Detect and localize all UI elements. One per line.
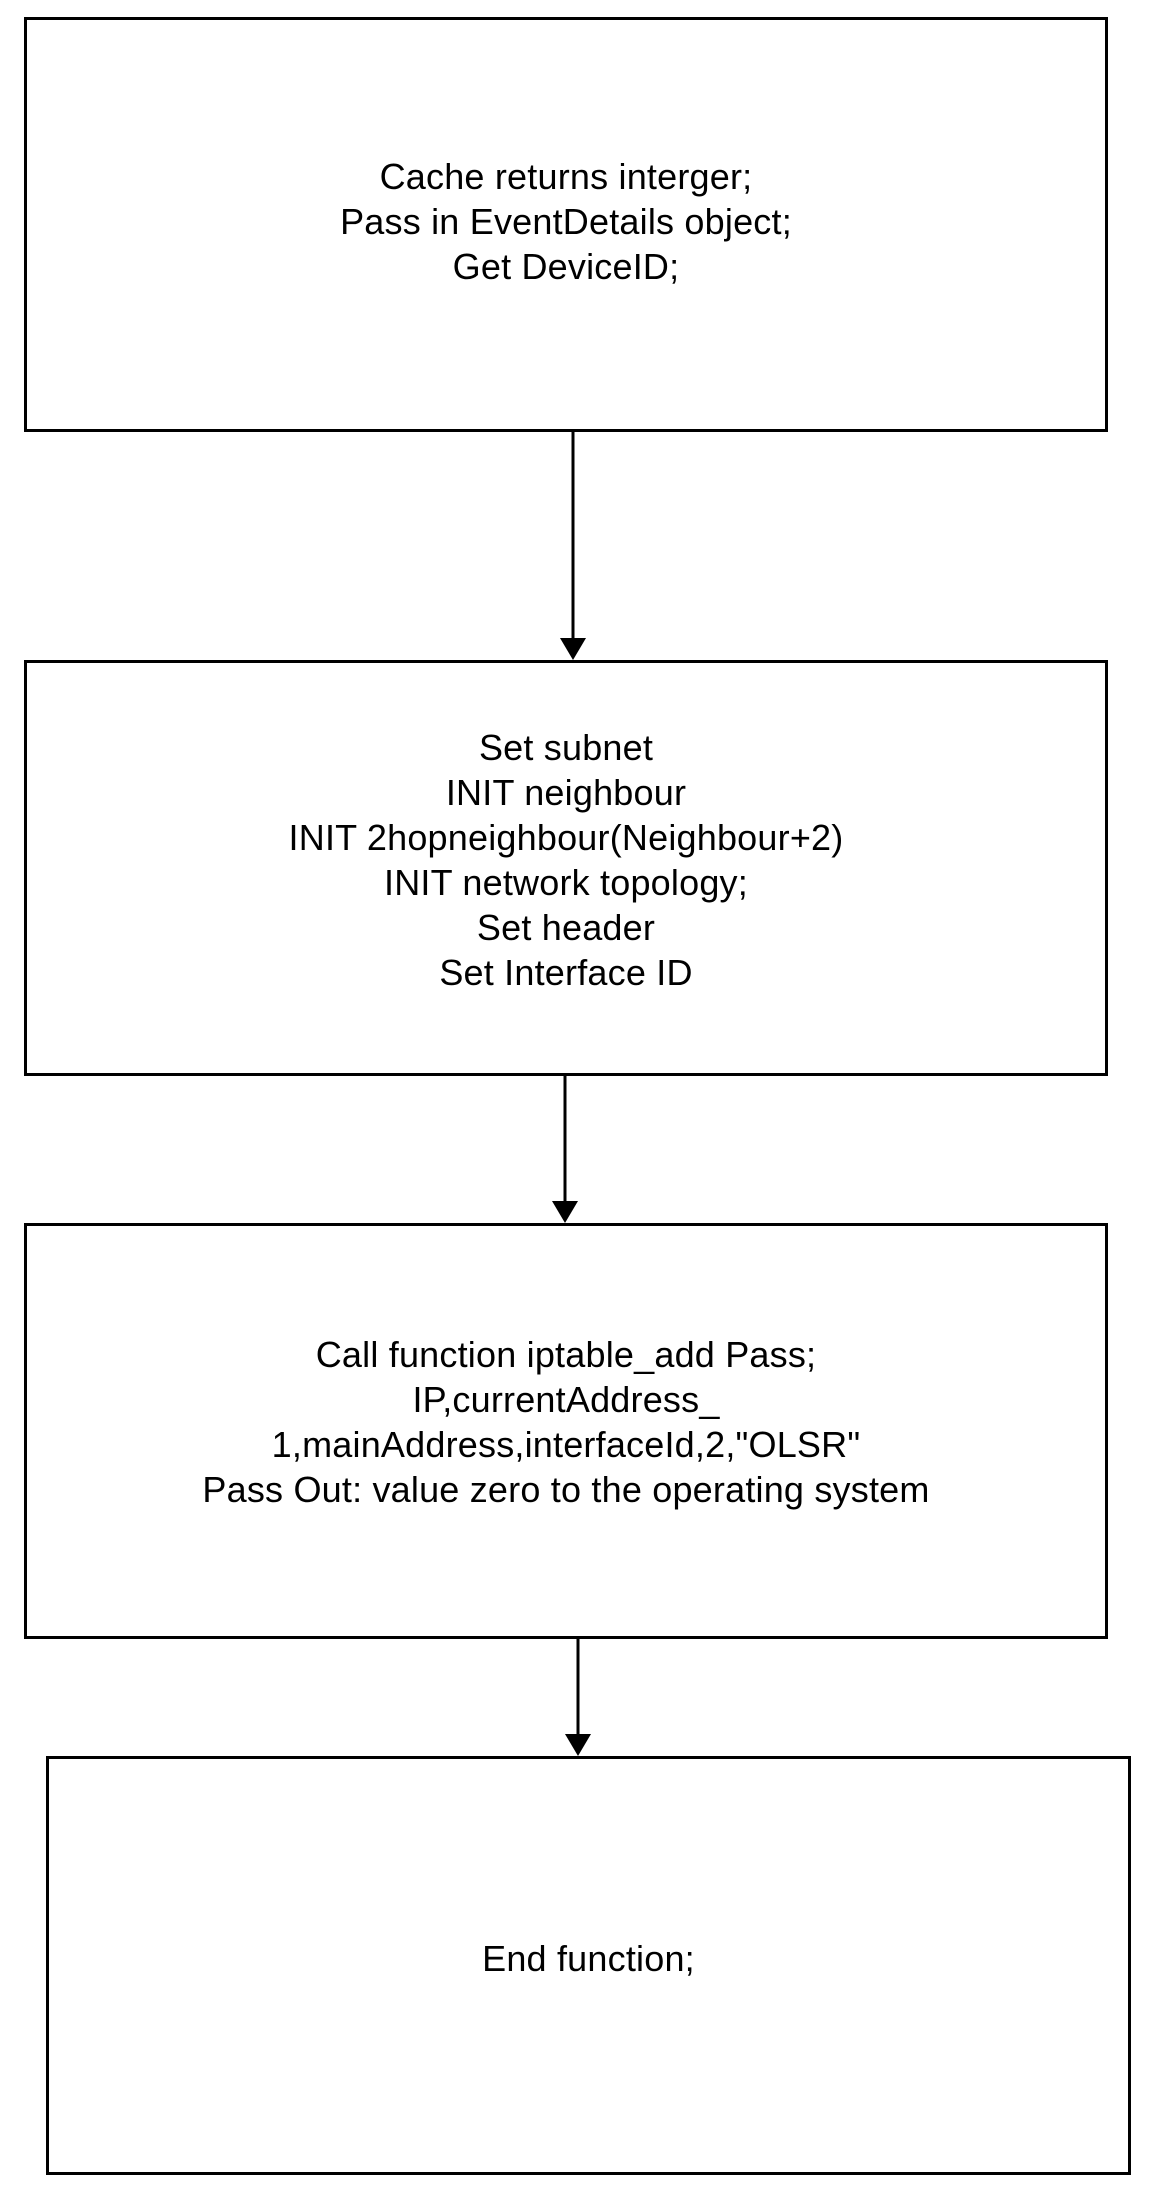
flow-step-2-line-3: INIT 2hopneighbour(Neighbour+2): [288, 817, 844, 858]
flow-step-3-line-2: IP,currentAddress_: [412, 1379, 720, 1420]
flow-step-4-box: End function;: [46, 1756, 1131, 2175]
flow-step-2-line-5: Set header: [476, 907, 656, 948]
connector-2-arrowhead: [552, 1201, 578, 1223]
flow-step-2-line-6: Set Interface ID: [439, 952, 693, 993]
flow-step-3-line-4: Pass Out: value zero to the operating sy…: [202, 1469, 930, 1510]
flow-step-3-text: Call function iptable_add Pass; IP,curre…: [202, 1332, 929, 1512]
connector-3-arrowhead: [565, 1734, 591, 1756]
flow-step-1-box: Cache returns interger; Pass in EventDet…: [24, 17, 1108, 432]
flow-step-2-text: Set subnet INIT neighbour INIT 2hopneigh…: [289, 725, 844, 995]
flow-step-3-line-3: 1,mainAddress,interfaceId,2,"OLSR": [271, 1424, 861, 1465]
flow-step-1-text: Cache returns interger; Pass in EventDet…: [340, 154, 792, 289]
flow-step-2-line-4: INIT network topology;: [384, 862, 748, 903]
flow-step-1-line-3: Get DeviceID;: [452, 246, 680, 287]
flow-step-1-line-2: Pass in EventDetails object;: [340, 201, 792, 242]
flow-step-2-line-1: Set subnet: [478, 727, 654, 768]
flow-step-1-line-1: Cache returns interger;: [379, 156, 753, 197]
flow-step-3-box: Call function iptable_add Pass; IP,curre…: [24, 1223, 1108, 1639]
flow-step-4-text: End function;: [482, 1936, 695, 1981]
flow-step-3-line-1: Call function iptable_add Pass;: [315, 1334, 817, 1375]
flow-step-2-box: Set subnet INIT neighbour INIT 2hopneigh…: [24, 660, 1108, 1076]
connector-1-arrowhead: [560, 638, 586, 660]
connector-2-line: [549, 1064, 567, 1205]
flow-step-4-line-1: End function;: [482, 1938, 695, 1979]
flow-step-2-line-2: INIT neighbour: [445, 772, 687, 813]
